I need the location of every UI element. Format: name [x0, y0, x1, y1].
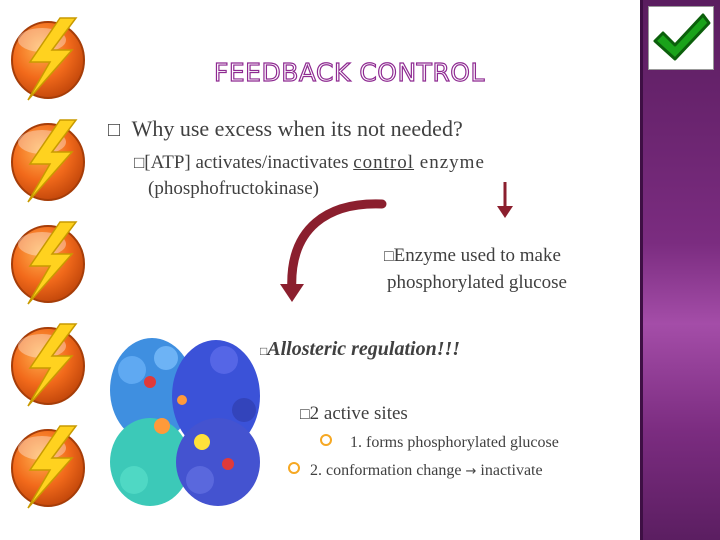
bullet-box-icon: □	[384, 248, 394, 265]
allosteric-label: □Allosteric regulation!!!	[260, 338, 461, 360]
slide-title: FEEDBACK CONTROL	[213, 57, 485, 87]
sub-bullet-underlined: control	[353, 152, 415, 173]
right-arrow-icon: →	[465, 464, 477, 479]
lightning-bolt-icon	[11, 323, 85, 407]
bullet-main-question: □ Why use excess when its not needed?	[108, 116, 463, 142]
protein-structure-image	[104, 330, 266, 512]
sub-bullet-line2: (phosphofructokinase)	[148, 178, 319, 199]
circle-bullet-icon	[320, 434, 332, 446]
lightning-bolt-icon	[11, 17, 85, 101]
active-site-2: 2. conformation change → inactivate	[288, 462, 543, 480]
bullet-text: Why use excess when its not needed?	[131, 116, 463, 141]
bullet-box-icon: □	[260, 344, 268, 358]
active-site-1: 1. forms phosphorylated glucose	[320, 434, 559, 452]
curved-arrow-icon	[280, 199, 387, 302]
lightning-bolt-icon	[11, 221, 85, 305]
down-arrow-icon	[497, 182, 513, 218]
circle-bullet-icon	[288, 462, 300, 474]
sub-bullet-prefix: [ATP] activates/inactivates	[144, 152, 354, 173]
checkmark-panel	[648, 6, 714, 70]
right-decorative-band	[640, 0, 720, 540]
active-sites-bullet: □2 active sites	[300, 403, 408, 424]
lightning-bolt-icon	[11, 119, 85, 203]
bullet-box-icon: □	[108, 119, 121, 141]
enzyme-note-line1: □Enzyme used to make	[384, 245, 561, 266]
lightning-bolt-icon	[11, 425, 85, 509]
enzyme-note-line2: phosphorylated glucose	[387, 272, 567, 293]
checkmark-icon	[653, 13, 711, 61]
bullet-box-icon: □	[134, 153, 145, 172]
bullet-box-icon: □	[300, 406, 310, 423]
sub-bullet-atp: □[ATP] activates/inactivates control enz…	[134, 152, 485, 174]
sub-bullet-tail: enzyme	[414, 152, 485, 173]
